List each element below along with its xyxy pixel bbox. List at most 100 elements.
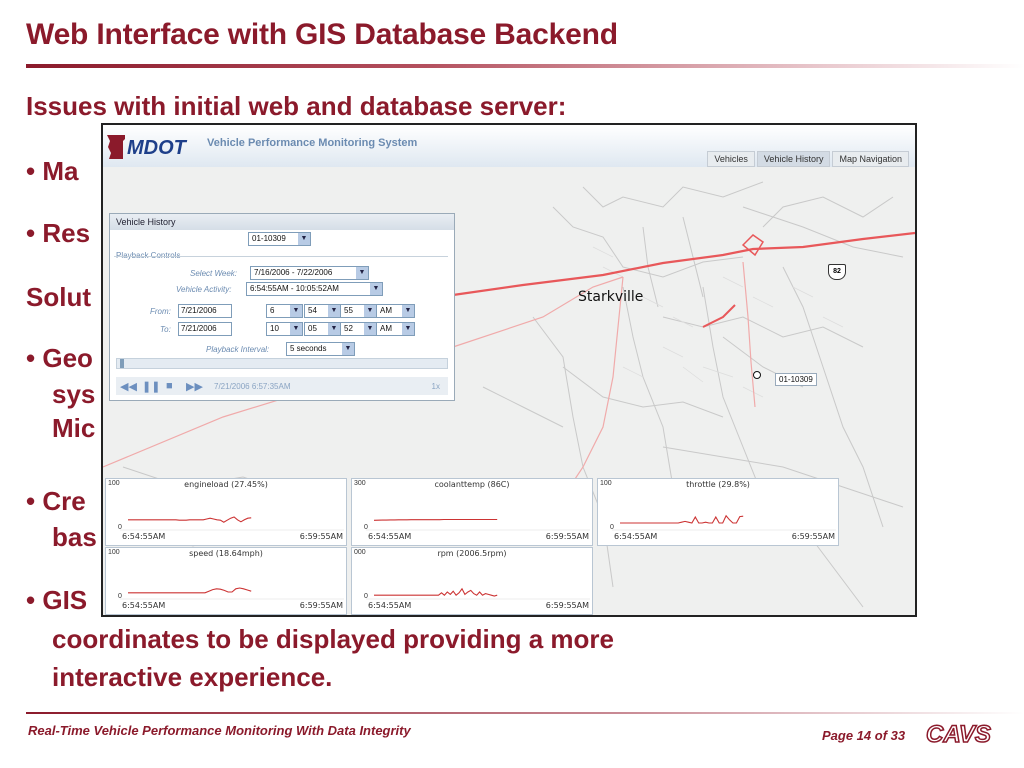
chevron-down-icon: ▼ [290,305,302,317]
bullet-text: Solut [26,282,91,312]
chart-ymax: 100 [600,480,612,487]
chart-plot [120,516,344,531]
chart-engineload: 100 engineload (27.45%) 0 6:54:55AM 6:59… [105,478,347,546]
slider-thumb[interactable] [120,359,125,368]
tab-vehicles[interactable]: Vehicles [707,151,755,167]
chevron-down-icon: ▼ [342,343,354,355]
from-second-select[interactable]: 55 ▼ [340,304,377,318]
map-view[interactable]: Starkville 82 01-10309 Vehicle History 0… [103,167,915,615]
playback-slider[interactable] [116,358,448,369]
app-title: Vehicle Performance Monitoring System [207,137,418,149]
vehicle-select[interactable]: 01-10309 ▼ [248,232,311,246]
chart-x-end: 6:59:55AM [299,532,343,541]
chart-throttle: 100 throttle (29.8%) 0 6:54:55AM 6:59:55… [597,478,839,546]
from-minute-select[interactable]: 54▼ [304,304,341,318]
chart-title: rpm (2006.5rpm) [437,549,507,558]
solutions-heading: Solut [26,282,91,313]
bullet-3: • Geo [26,343,93,374]
intro-text: Issues with initial web and database ser… [26,91,567,121]
app-screenshot: MDOT Vehicle Performance Monitoring Syst… [101,123,917,617]
chart-ymax: 100 [108,480,120,487]
stop-icon[interactable]: ■ [166,380,173,392]
select-week-label: Select Week: [190,269,237,278]
vehicle-history-panel: Vehicle History 01-10309▼ Playback Contr… [109,213,455,401]
to-label: To: [160,325,171,334]
chart-plot [366,587,590,600]
chart-ymax: 300 [354,480,366,487]
to-date-field[interactable]: 7/21/2006 [178,322,232,336]
chart-speed: 100 speed (18.64mph) 0 6:54:55AM 6:59:55… [105,547,347,615]
vehicle-marker-label[interactable]: 01-10309 [775,373,817,386]
chart-ymax: 000 [354,549,366,556]
chart-title: speed (18.64mph) [189,549,263,558]
to-second-value: 52 [344,324,353,333]
bullet-3-line-3: Mic [52,413,96,443]
chart-x-end: 6:59:55AM [299,601,343,610]
from-ampm-value: AM [380,306,392,315]
rewind-icon[interactable]: ◀◀ [120,381,137,393]
to-ampm-value: AM [380,324,392,333]
vehicle-activity-dropdown[interactable]: 6:54:55AM - 10:05:52AM▼ [246,282,383,296]
chevron-down-icon: ▼ [290,323,302,335]
chart-series-line [128,587,252,594]
bullet-5-line-3: interactive experience. [52,662,333,692]
playback-speed: 1x [431,382,440,391]
chart-x-start: 6:54:55AM [614,532,658,541]
chart-plot [120,587,344,600]
chart-title: coolanttemp (86C) [434,480,510,489]
chart-x-end: 6:59:55AM [545,601,589,610]
pause-icon[interactable]: ❚❚ [142,381,161,393]
chart-series-line [620,514,744,524]
vehicle-marker-icon[interactable] [753,371,761,379]
from-hour-select[interactable]: 6▼ [266,304,303,318]
panel-title: Vehicle History [110,214,454,230]
chevron-down-icon: ▼ [328,323,340,335]
chart-x-end: 6:59:55AM [791,532,835,541]
player-controls: ◀◀ ❚❚ ■ ▶▶ 7/21/2006 6:57:35AM 1x [116,377,448,395]
to-hour-select[interactable]: 10▼ [266,322,303,336]
bullet-3-line-2: sys [52,379,96,409]
playback-controls-group [114,256,448,377]
bullet-marker: • [26,218,36,248]
to-ampm-select[interactable]: AM▼ [376,322,415,336]
vehicle-select-value: 01-10309 [252,234,286,243]
from-ampm-select[interactable]: AM ▼ [376,304,415,318]
chart-ymin: 0 [610,524,614,531]
bullet-text: GIS [42,585,88,615]
chevron-down-icon: ▼ [364,305,376,317]
chart-x-end: 6:59:55AM [545,532,589,541]
tab-vehicle-history[interactable]: Vehicle History [756,151,831,167]
cavs-logo-text: CAVS [926,721,991,748]
playback-interval-value: 5 seconds [290,344,327,353]
bullet-text: Geo [42,343,93,373]
chart-series-line [373,518,498,521]
chart-title: throttle (29.8%) [686,480,750,489]
tab-map-navigation[interactable]: Map Navigation [832,151,909,167]
footer-rule [26,712,1024,714]
chart-ymin: 0 [364,593,368,600]
chevron-down-icon: ▼ [402,305,414,317]
to-second-select[interactable]: 52▼ [340,322,377,336]
chevron-down-icon: ▼ [370,283,382,295]
mdot-logo: MDOT [107,135,188,159]
bullet-marker: • [26,486,36,516]
playback-interval-select[interactable]: 5 seconds ▼ [286,342,355,356]
vehicle-activity-label: Vehicle Activity: [176,285,232,294]
chevron-down-icon: ▼ [356,267,368,279]
from-hour-value: 6 [270,306,275,315]
fast-forward-icon[interactable]: ▶▶ [186,381,203,393]
to-minute-value: 05 [308,324,317,333]
chevron-down-icon: ▼ [298,233,310,245]
from-date-field[interactable]: 7/21/2006 [178,304,232,318]
footer-title: Real-Time Vehicle Performance Monitoring… [28,723,411,738]
bullet-marker: • [26,156,36,186]
bullet-text: Ma [42,156,79,186]
chart-x-start: 6:54:55AM [122,532,166,541]
to-minute-select[interactable]: 05 ▼ [304,322,341,336]
from-second-value: 55 [344,306,353,315]
playback-time: 7/21/2006 6:57:35AM [214,382,291,391]
bullet-4: • Cre [26,486,86,517]
bullet-marker: • [26,343,36,373]
select-week-dropdown[interactable]: 7/16/2006 - 7/22/2006▼ [250,266,369,280]
chart-plot [612,514,836,531]
